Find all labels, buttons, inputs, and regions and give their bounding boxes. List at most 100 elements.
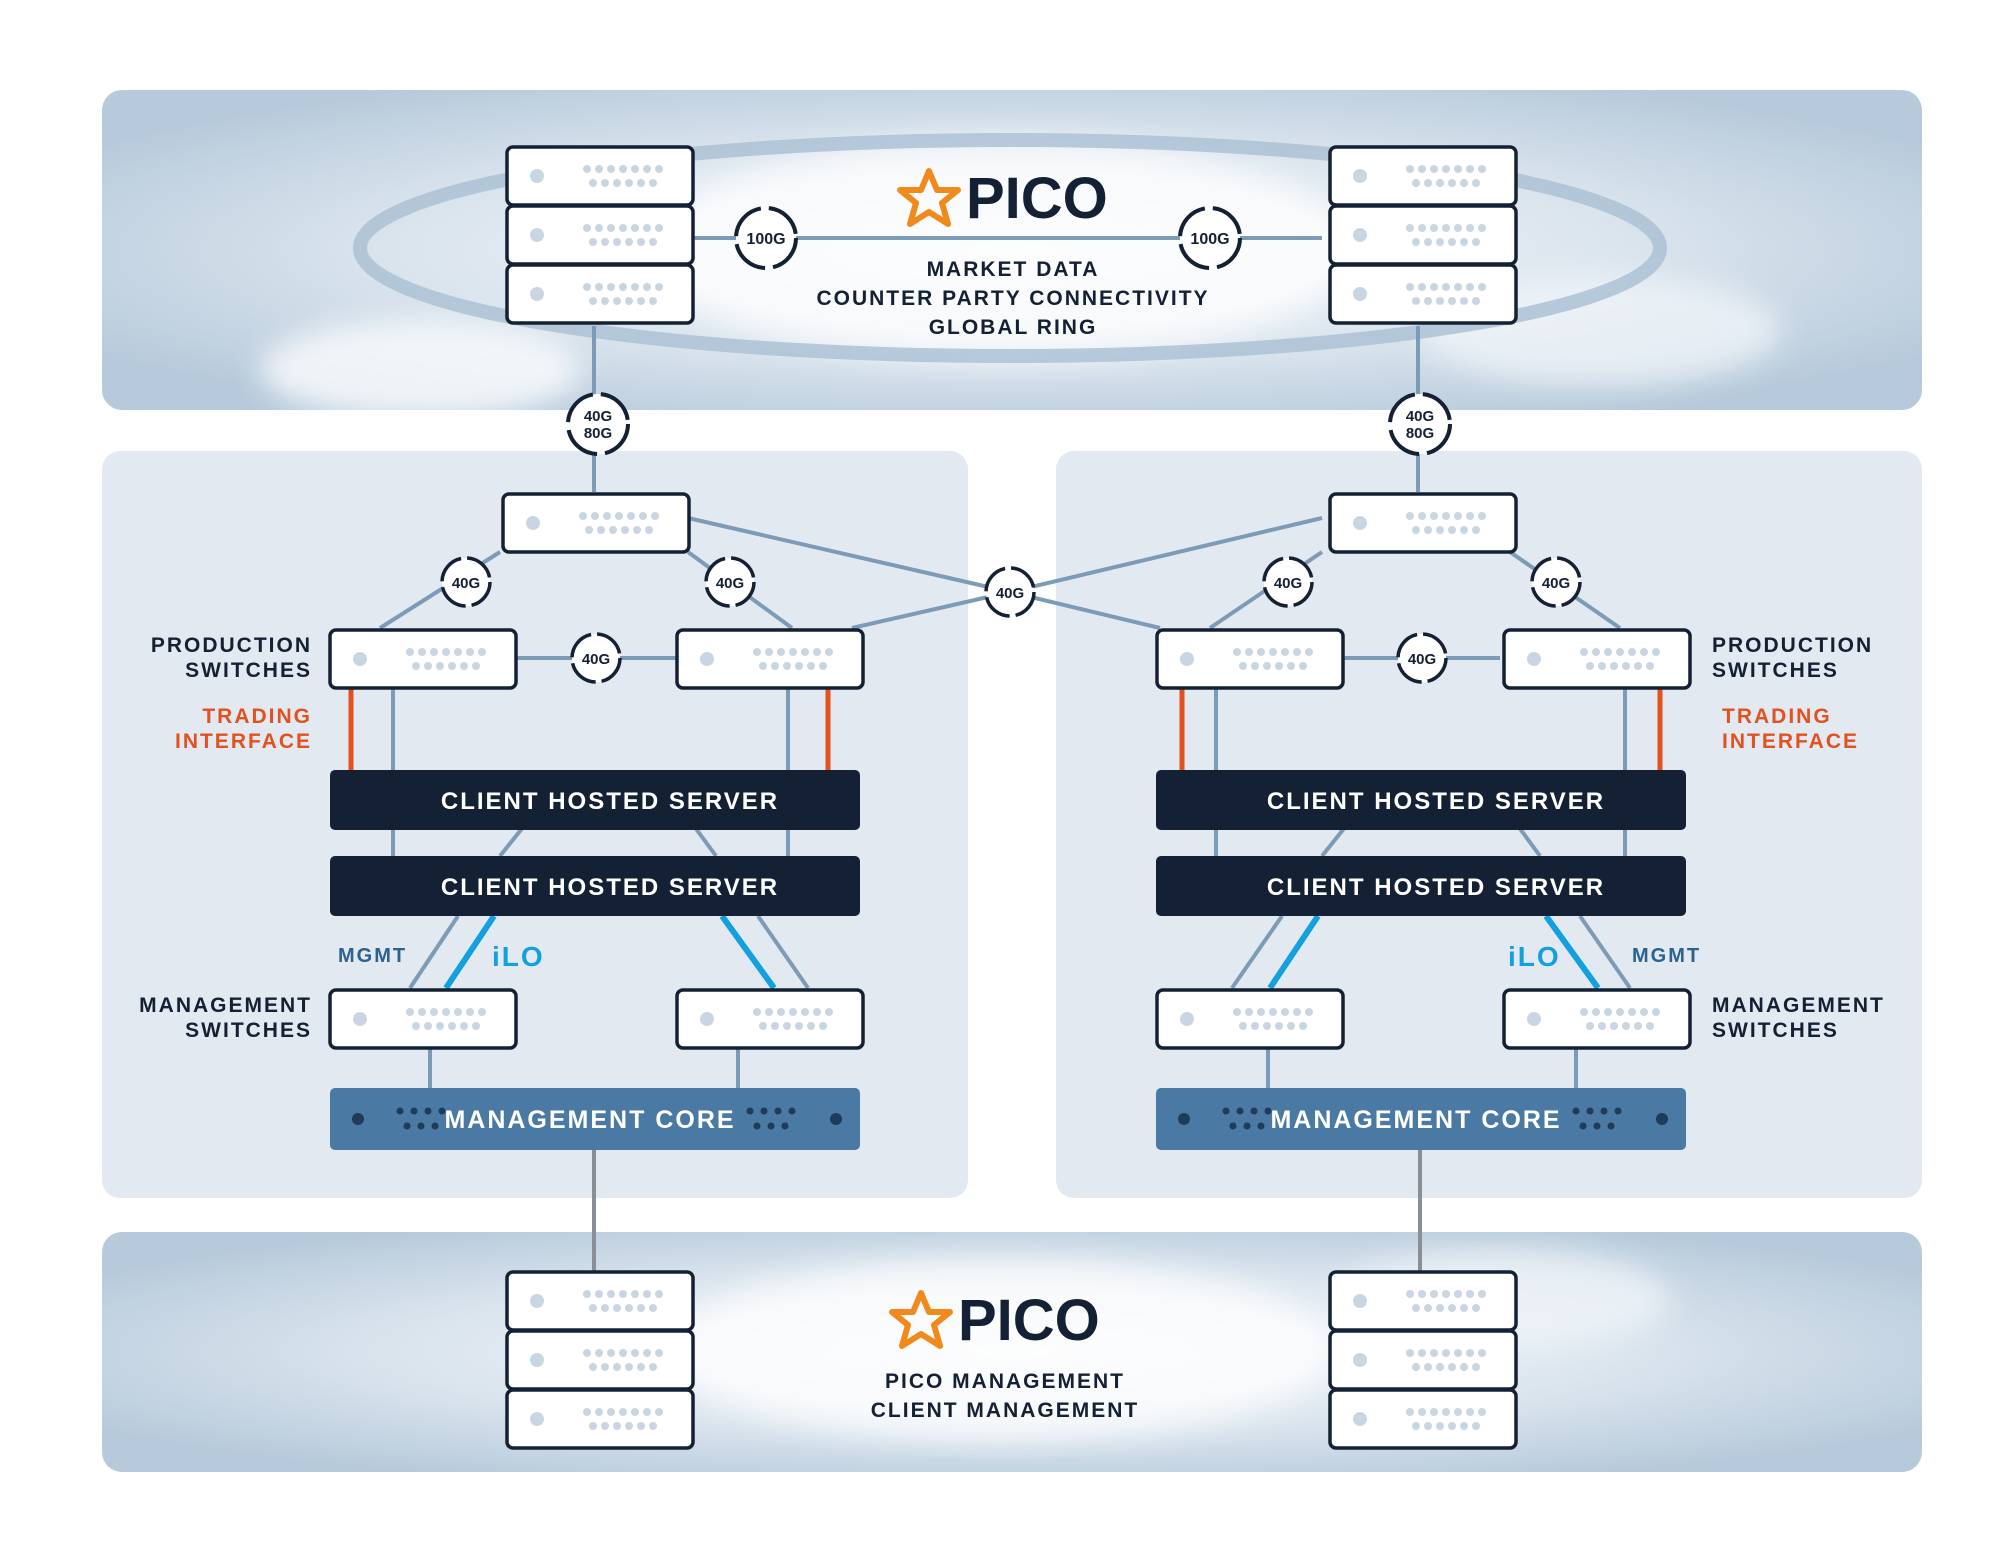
- device-chassis: [328, 988, 518, 1050]
- port-dot: [619, 1290, 627, 1298]
- port-dot: [1406, 165, 1414, 173]
- port-dot: [1281, 1008, 1289, 1016]
- status-led: [1353, 228, 1367, 242]
- port-dot: [454, 1008, 462, 1016]
- port-dot: [825, 1008, 833, 1016]
- status-led: [1527, 652, 1541, 666]
- port-dot: [1598, 662, 1606, 670]
- port-dot: [795, 662, 803, 670]
- port-dot: [1454, 1408, 1462, 1416]
- port-dot: [625, 179, 633, 187]
- port-dot: [1646, 1022, 1654, 1030]
- port-dot: [406, 1008, 414, 1016]
- status-led: [1353, 287, 1367, 301]
- port-dot: [595, 1290, 603, 1298]
- port-dot: [1586, 1022, 1594, 1030]
- status-led: [353, 652, 367, 666]
- status-led: [1353, 1294, 1367, 1308]
- status-led: [353, 1012, 367, 1026]
- bottom-right-server-stack-unit-3: [1328, 1388, 1518, 1450]
- port-dot: [585, 526, 593, 534]
- port-dot: [1430, 1408, 1438, 1416]
- port-dot: [637, 1304, 645, 1312]
- port-dot: [1406, 512, 1414, 520]
- port-dot: [1460, 179, 1468, 187]
- port-dot: [1442, 283, 1450, 291]
- port-dot: [765, 648, 773, 656]
- port-dot: [1466, 1408, 1474, 1416]
- port-dot: [1412, 297, 1420, 305]
- port-dot: [1287, 1022, 1295, 1030]
- port-dot: [601, 179, 609, 187]
- status-led: [530, 1412, 544, 1426]
- port-dot: [1257, 648, 1265, 656]
- port-dot: [595, 165, 603, 173]
- port-dot: [1406, 1290, 1414, 1298]
- port-dot: [643, 165, 651, 173]
- badge-right-agg-2: 40G: [1530, 556, 1582, 608]
- core-label: MANAGEMENT CORE: [1270, 1106, 1561, 1134]
- devices: [328, 145, 1692, 1450]
- port-dot: [589, 1422, 597, 1430]
- port-dot: [1610, 1022, 1618, 1030]
- status-led: [1353, 516, 1367, 530]
- port-dot: [1430, 224, 1438, 232]
- port-dot: [1251, 1022, 1259, 1030]
- port-dot: [595, 1349, 603, 1357]
- port-dot: [1580, 648, 1588, 656]
- port-dot: [1275, 662, 1283, 670]
- port-dot: [601, 1422, 609, 1430]
- port-dot: [625, 297, 633, 305]
- port-dot: [1610, 662, 1618, 670]
- right-ilo-label: iLO: [1508, 941, 1561, 972]
- port-dot: [631, 165, 639, 173]
- port-dot: [1436, 238, 1444, 246]
- right-mgmt-label: MGMT: [1632, 945, 1701, 967]
- badge-label: 40G: [996, 585, 1024, 602]
- status-led: [1353, 1353, 1367, 1367]
- port-dot: [1430, 165, 1438, 173]
- port-dot: [613, 1363, 621, 1371]
- port-dot: [1430, 512, 1438, 520]
- server-label: CLIENT HOSTED SERVER: [441, 874, 779, 901]
- port-dot: [460, 662, 468, 670]
- right-management-switch-2: [1502, 988, 1692, 1050]
- port-dot: [795, 1022, 803, 1030]
- port-dot: [1466, 165, 1474, 173]
- port-dot: [619, 1408, 627, 1416]
- port-dot: [1454, 1290, 1462, 1298]
- bottom-pico-logo: PICO: [889, 1288, 1100, 1353]
- port-dot: [1466, 512, 1474, 520]
- port-dot: [1616, 648, 1624, 656]
- port-dot: [478, 648, 486, 656]
- badge-left-inter: 40G: [570, 632, 622, 684]
- port-dot: [1448, 526, 1456, 534]
- port-dot: [436, 662, 444, 670]
- port-dot: [819, 662, 827, 670]
- port-dot: [1281, 648, 1289, 656]
- port-dot: [1472, 297, 1480, 305]
- top-panel-text: MARKET DATA COUNTER PARTY CONNECTIVITY G…: [816, 258, 1209, 339]
- port-dot: [637, 297, 645, 305]
- port-dot: [595, 224, 603, 232]
- device-chassis: [505, 1388, 695, 1450]
- port-dot: [819, 1022, 827, 1030]
- port-dot: [783, 1022, 791, 1030]
- bottom-left-server-stack-unit-3: [505, 1388, 695, 1450]
- port-dot: [637, 179, 645, 187]
- left-production-label: PRODUCTION SWITCHES: [151, 634, 310, 682]
- top-line: COUNTER PARTY CONNECTIVITY: [816, 287, 1209, 310]
- port-dot: [759, 1022, 767, 1030]
- server-label: CLIENT HOSTED SERVER: [441, 788, 779, 815]
- port-dot: [807, 662, 815, 670]
- port-dot: [649, 1363, 657, 1371]
- port-dot: [607, 1290, 615, 1298]
- right-management-label: MANAGEMENT SWITCHES: [1712, 994, 1883, 1042]
- device-chassis: [1502, 988, 1692, 1050]
- port-dot: [1406, 1408, 1414, 1416]
- port-dot: [1418, 1408, 1426, 1416]
- port-dot: [1592, 648, 1600, 656]
- badge-left-agg-1: 40G: [440, 556, 492, 608]
- port-dot: [649, 1422, 657, 1430]
- port-dot: [1430, 1290, 1438, 1298]
